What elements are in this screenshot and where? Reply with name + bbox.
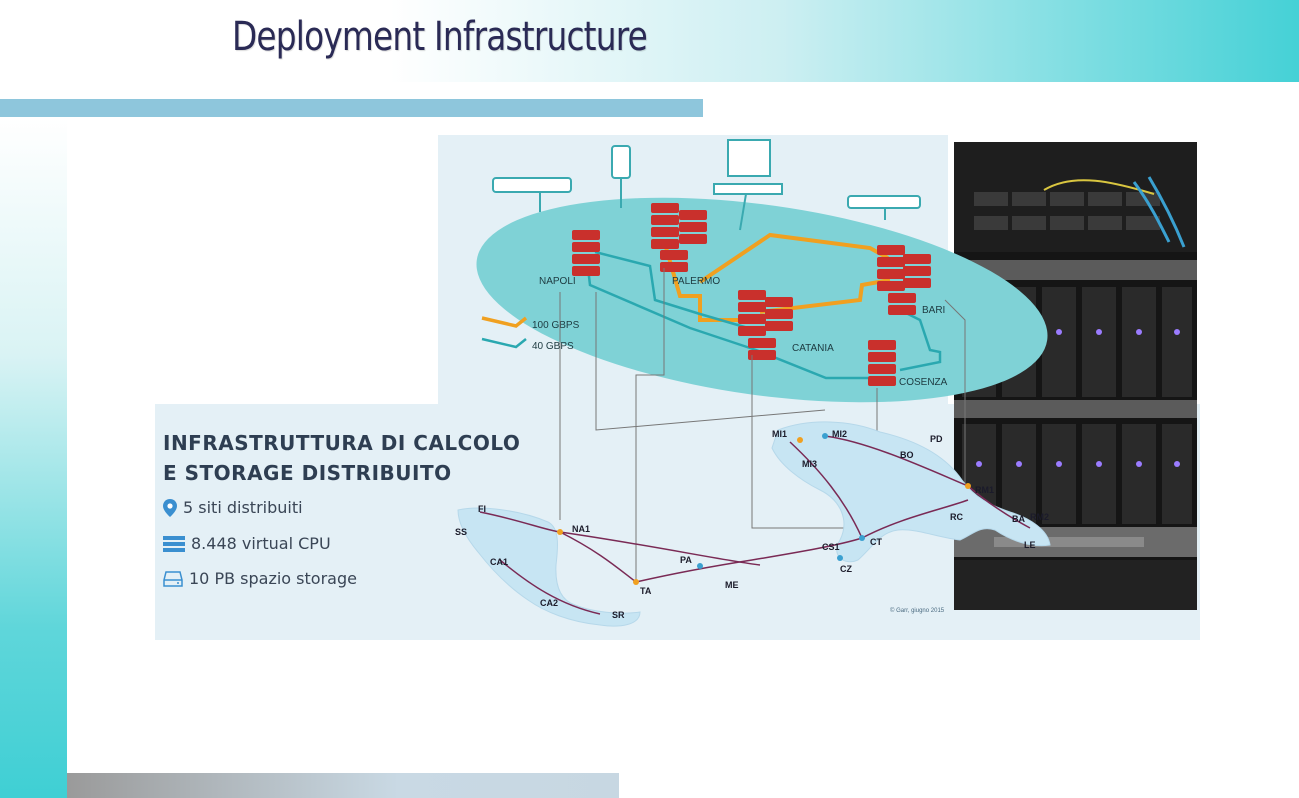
svg-text:CA2: CA2 xyxy=(540,598,558,608)
info-title: INFRASTRUTTURA DI CALCOLO E STORAGE DIST… xyxy=(163,428,520,488)
map-credit: © Garr, giugno 2015 xyxy=(890,607,945,614)
svg-text:MI1: MI1 xyxy=(772,429,787,439)
svg-text:BO: BO xyxy=(900,450,914,460)
footer-bar xyxy=(67,773,619,798)
svg-text:FI: FI xyxy=(478,504,486,514)
svg-text:SR: SR xyxy=(612,610,625,620)
info-storage-text: 10 PB spazio storage xyxy=(189,569,357,588)
info-row-storage: 10 PB spazio storage xyxy=(163,569,357,588)
svg-text:NA1: NA1 xyxy=(572,524,590,534)
napoli-server-icon xyxy=(572,230,600,276)
svg-text:PD: PD xyxy=(930,434,943,444)
node-label-cosenza: COSENZA xyxy=(899,377,948,388)
svg-text:CS1: CS1 xyxy=(822,542,840,552)
svg-text:CZ: CZ xyxy=(840,564,852,574)
node-label-palermo: PALERMO xyxy=(672,276,720,287)
storage-drive-icon xyxy=(163,570,183,587)
svg-text:RM1: RM1 xyxy=(975,485,994,495)
info-title-line2: E STORAGE DISTRIBUITO xyxy=(163,461,452,485)
info-title-line1: INFRASTRUTTURA DI CALCOLO xyxy=(163,431,521,455)
laptop-device-icon xyxy=(492,177,572,193)
connector-lines xyxy=(559,268,966,580)
link-legend: 100 GBPS 40 GBPS xyxy=(481,316,580,352)
svg-text:CT: CT xyxy=(870,537,882,547)
map-node-markers xyxy=(557,433,971,585)
svg-text:MI3: MI3 xyxy=(802,459,817,469)
map-backbone-links xyxy=(479,435,1031,615)
node-label-catania: CATANIA xyxy=(792,343,834,354)
legend-label-100: 100 GBPS xyxy=(532,320,580,331)
svg-text:RM2: RM2 xyxy=(1030,512,1049,522)
slide-title: Deployment Infrastructure xyxy=(232,14,648,60)
svg-text:SS: SS xyxy=(455,527,467,537)
cosenza-server-icon xyxy=(868,340,896,386)
sardinia-island xyxy=(457,507,641,627)
legend-label-40: 40 GBPS xyxy=(532,341,574,352)
info-cpu-text: 8.448 virtual CPU xyxy=(191,534,331,553)
info-row-sites: 5 siti distribuiti xyxy=(163,498,303,517)
desktop-monitor-icon xyxy=(727,139,771,177)
italy-mainland xyxy=(771,421,1051,563)
left-gradient-strip xyxy=(0,118,67,798)
node-label-bari: BARI xyxy=(922,305,945,316)
server-stack-icon xyxy=(163,535,185,552)
info-sites-text: 5 siti distribuiti xyxy=(183,498,303,517)
laptop-device-icon-2 xyxy=(847,195,921,209)
svg-text:BA: BA xyxy=(1012,514,1025,524)
svg-text:MI2: MI2 xyxy=(832,429,847,439)
palermo-server-icon xyxy=(651,203,707,272)
phone-device-icon xyxy=(611,145,631,179)
info-row-cpu: 8.448 virtual CPU xyxy=(163,534,331,553)
legend-line-40 xyxy=(481,337,527,349)
svg-text:ME: ME xyxy=(725,580,739,590)
map-point-labels: MI1 MI2 MI3 PD BO RM1 RM2 NA1 FI BA LE C… xyxy=(455,429,1049,620)
bari-server-icon xyxy=(877,245,931,315)
svg-text:RC: RC xyxy=(950,512,963,522)
server-icons xyxy=(572,203,931,386)
accent-bar xyxy=(0,99,703,117)
catania-server-icon xyxy=(738,290,793,360)
svg-text:PA: PA xyxy=(680,555,692,565)
svg-text:CA1: CA1 xyxy=(490,557,508,567)
svg-text:LE: LE xyxy=(1024,540,1036,550)
legend-line-100 xyxy=(481,316,528,328)
header-band xyxy=(0,0,1299,82)
node-label-napoli: NAPOLI xyxy=(539,276,576,287)
svg-text:TA: TA xyxy=(640,586,652,596)
location-pin-icon xyxy=(163,498,177,517)
italy-map xyxy=(457,421,1051,627)
